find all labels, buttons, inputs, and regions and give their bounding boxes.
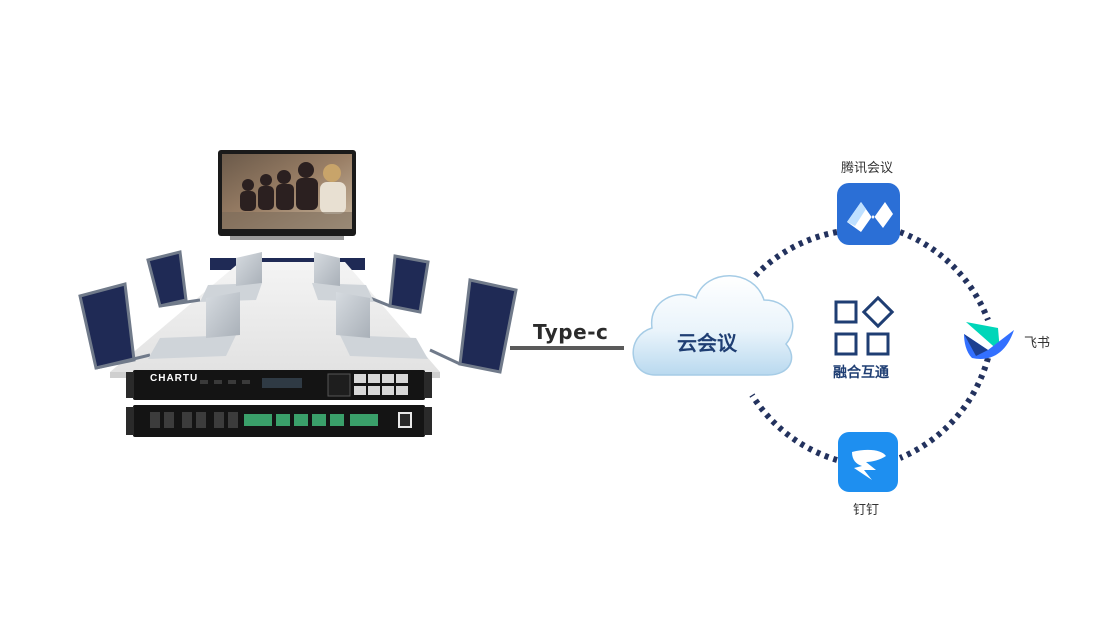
connection-type-label: Type-c xyxy=(533,320,609,344)
dingtalk-icon xyxy=(838,432,898,492)
rack-device-top xyxy=(126,370,432,400)
rack-device-bottom xyxy=(126,405,432,437)
feishu-icon xyxy=(964,322,1014,359)
chair xyxy=(146,250,201,308)
laptop xyxy=(336,292,428,359)
equipment-brand-label: CHARTU xyxy=(150,373,199,384)
chair xyxy=(369,254,430,314)
dingtalk-label: 钉钉 xyxy=(853,503,880,518)
cloud-shape xyxy=(632,275,794,376)
tencent-meeting-label: 腾讯会议 xyxy=(841,161,894,176)
chair xyxy=(78,282,151,370)
laptop xyxy=(148,292,240,359)
dotted-ring xyxy=(749,229,991,463)
display-screen xyxy=(218,150,356,240)
fusion-grid-icon xyxy=(834,295,895,356)
cloud-meeting-label: 云会议 xyxy=(677,331,737,355)
feishu-label: 飞书 xyxy=(1024,336,1051,351)
fusion-interop-label: 融合互通 xyxy=(833,365,889,381)
tencent-meeting-icon xyxy=(837,183,900,245)
chair xyxy=(429,278,518,374)
